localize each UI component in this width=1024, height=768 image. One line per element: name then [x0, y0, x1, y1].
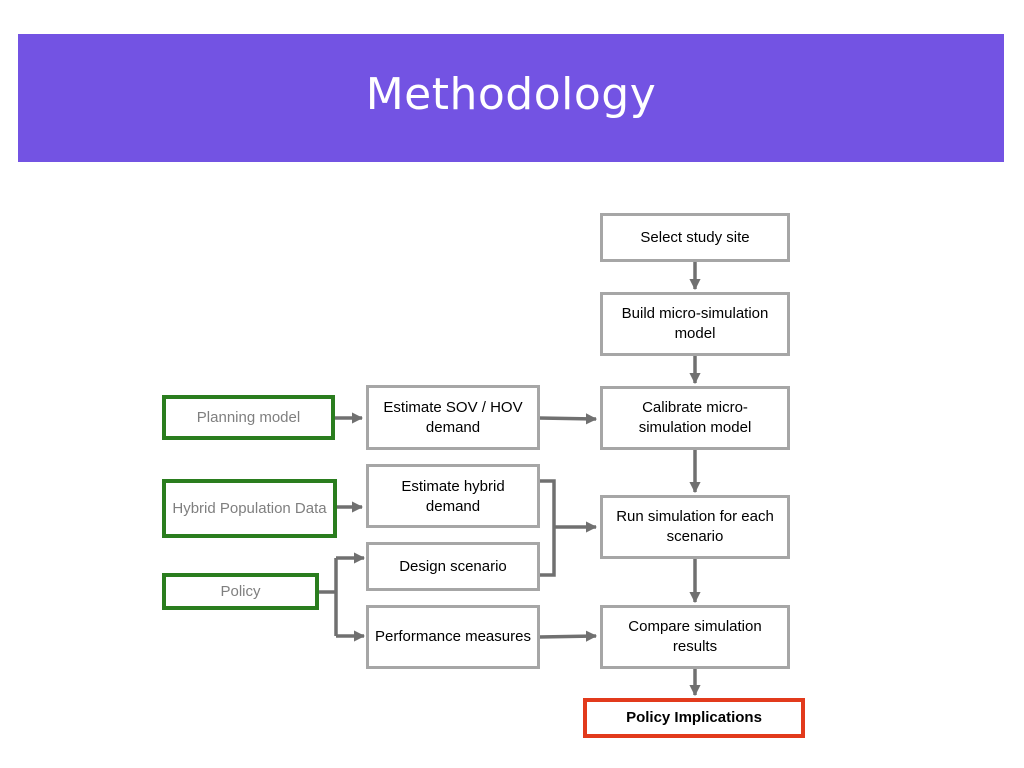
box-label: Policy — [220, 582, 261, 600]
box-run-simulation: Run simulation for each scenario — [600, 495, 790, 559]
box-label: Design scenario — [399, 557, 507, 575]
box-design-scenario: Design scenario — [366, 542, 540, 591]
box-label: Estimate hybrid demand — [401, 478, 505, 515]
box-compare-results: Compare simulation results — [600, 605, 790, 669]
title-banner: Methodology — [18, 34, 1004, 162]
box-label: Planning model — [196, 408, 301, 426]
box-label: Select study site — [640, 228, 750, 246]
box-select-study-site: Select study site — [600, 213, 790, 262]
box-label: Build micro-simulation model — [621, 305, 769, 342]
box-label: Performance measures — [375, 628, 531, 645]
box-policy-implications: Policy Implications — [583, 698, 805, 738]
box-label: Compare simulation results — [628, 618, 762, 655]
box-label: Hybrid Population Data — [172, 499, 327, 517]
box-label: Estimate SOV / HOV demand — [383, 399, 523, 436]
arrow-perf-compare — [538, 630, 598, 642]
bracket-hybrid-design — [539, 479, 556, 577]
box-label: Calibrate micro-simulation model — [638, 399, 752, 436]
box-performance-measures: Performance measures — [366, 605, 540, 669]
slide-title: Methodology — [365, 68, 657, 120]
box-label: Policy Implications — [626, 709, 762, 726]
arrow-sov-calibrate — [538, 413, 598, 425]
box-build-model: Build micro-simulation model — [600, 292, 790, 356]
box-policy: Policy — [162, 573, 319, 610]
box-hybrid-population-data: Hybrid Population Data — [162, 479, 337, 538]
box-estimate-hybrid: Estimate hybrid demand — [366, 464, 540, 528]
box-estimate-sov-hov: Estimate SOV / HOV demand — [366, 385, 540, 450]
box-planning-model: Planning model — [162, 395, 335, 440]
box-label: Run simulation for each scenario — [616, 508, 774, 545]
box-calibrate-model: Calibrate micro-simulation model — [600, 386, 790, 450]
